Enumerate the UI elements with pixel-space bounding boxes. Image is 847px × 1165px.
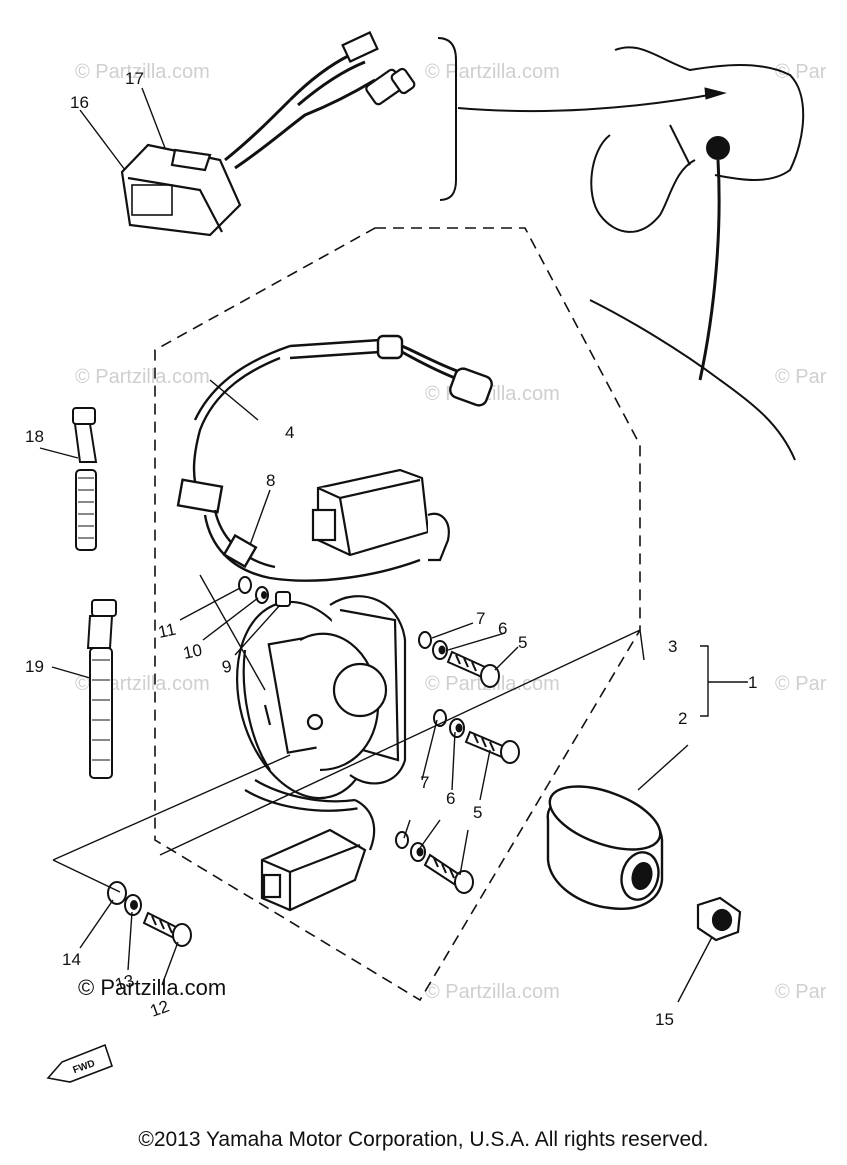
callout-1: 1 xyxy=(748,673,757,692)
watermark: © Partzilla.com xyxy=(75,366,210,388)
fwd-arrow: FWD xyxy=(46,1043,114,1083)
flywheel xyxy=(546,785,664,910)
callout-4: 4 xyxy=(285,423,294,442)
callout-18: 18 xyxy=(25,427,44,446)
copyright-notice: ©2013 Yamaha Motor Corporation, U.S.A. A… xyxy=(138,1128,709,1151)
callout-19: 19 xyxy=(25,657,44,676)
callout-8: 8 xyxy=(266,471,275,490)
lead-wire xyxy=(176,334,493,582)
flywheel-nut xyxy=(696,896,742,942)
leader-lines xyxy=(39,87,748,1003)
callout-10: 10 xyxy=(181,640,203,663)
callout-13: 13 xyxy=(113,971,136,994)
callout-2: 2 xyxy=(678,709,687,728)
callout-5-top: 5 xyxy=(518,633,527,652)
ignition-coil xyxy=(311,468,450,562)
watermark: © Partzilla.com xyxy=(425,981,560,1003)
stator-assembly xyxy=(235,595,407,812)
callout-17: 17 xyxy=(125,69,144,88)
fasteners xyxy=(107,576,520,947)
callout-7-top: 7 xyxy=(476,609,485,628)
pickup-coil xyxy=(260,799,376,912)
watermark: © Partzilla.com xyxy=(75,61,210,83)
watermark: © Par xyxy=(775,61,827,83)
callout-7-mid: 7 xyxy=(420,773,429,792)
callout-11: 11 xyxy=(156,620,177,642)
callout-9: 9 xyxy=(220,656,233,677)
watermark: © Partzilla.com xyxy=(425,61,560,83)
engine-outline xyxy=(589,46,805,461)
callouts: 1 2 3 4 5 5 5 6 6 7 7 8 9 10 11 12 13 14… xyxy=(25,69,757,1029)
assembly-outline xyxy=(154,227,641,1002)
watermark: © Par xyxy=(775,981,827,1003)
callout-15: 15 xyxy=(655,1010,674,1029)
watermark: © Par xyxy=(775,673,827,695)
bracket-arrow xyxy=(437,37,727,201)
callout-12: 12 xyxy=(148,996,172,1020)
callout-3: 3 xyxy=(668,637,677,656)
watermark-main: © Partzilla.com xyxy=(78,975,226,1000)
callout-6-mid: 6 xyxy=(446,789,455,808)
callout-5-mid: 5 xyxy=(473,803,482,822)
callout-16: 16 xyxy=(70,93,89,112)
callout-14: 14 xyxy=(62,950,81,969)
callout-6-top: 6 xyxy=(498,619,507,638)
cdi-unit xyxy=(120,31,416,237)
cable-ties xyxy=(72,407,117,779)
watermark: © Par xyxy=(775,366,827,388)
